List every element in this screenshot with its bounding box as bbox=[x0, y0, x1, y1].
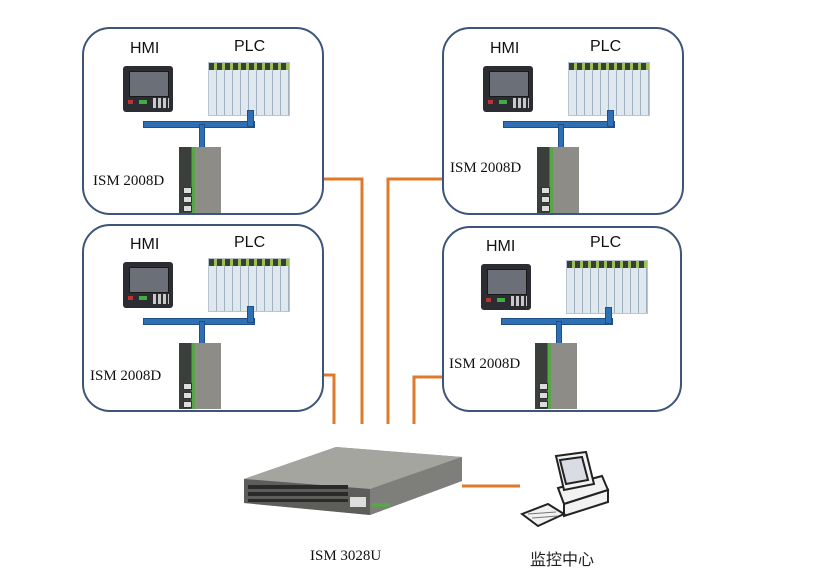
ism-2008d-switch-icon bbox=[179, 343, 221, 409]
switch-label: ISM 2008D bbox=[449, 356, 521, 372]
hmi-label: HMI bbox=[486, 238, 516, 255]
hmi-device-icon bbox=[123, 66, 173, 112]
ism-2008d-switch-icon bbox=[537, 147, 579, 213]
plc-label: PLC bbox=[234, 234, 266, 251]
ism-2008d-switch-icon bbox=[535, 343, 577, 409]
desktop-computer-icon bbox=[520, 450, 610, 528]
fieldbus-connector bbox=[605, 307, 612, 324]
fieldbus-connector bbox=[247, 306, 254, 323]
hmi-device-icon bbox=[123, 262, 173, 308]
monitor-center-label: 监控中心 bbox=[530, 550, 595, 569]
hmi-device-icon bbox=[483, 66, 533, 112]
plc-device-icon bbox=[568, 62, 650, 116]
plc-device-icon bbox=[208, 62, 290, 116]
core-switch-label: ISM 3028U bbox=[310, 548, 382, 564]
plc-device-icon bbox=[208, 258, 290, 312]
hmi-label: HMI bbox=[130, 236, 160, 253]
switch-label: ISM 2008D bbox=[450, 160, 522, 176]
plc-label: PLC bbox=[590, 38, 622, 55]
switch-label: ISM 2008D bbox=[90, 368, 162, 385]
fieldbus-connector bbox=[247, 110, 254, 127]
plc-label: PLC bbox=[590, 234, 622, 251]
hmi-device-icon bbox=[481, 264, 531, 310]
ism-3028u-switch-icon bbox=[244, 447, 462, 515]
ism-2008d-switch-icon bbox=[179, 147, 221, 213]
hmi-label: HMI bbox=[130, 40, 160, 57]
plc-device-icon bbox=[566, 260, 648, 314]
plc-label: PLC bbox=[234, 38, 266, 55]
hmi-label: HMI bbox=[490, 40, 520, 57]
switch-label: ISM 2008D bbox=[93, 173, 165, 190]
fieldbus-connector bbox=[607, 110, 614, 127]
